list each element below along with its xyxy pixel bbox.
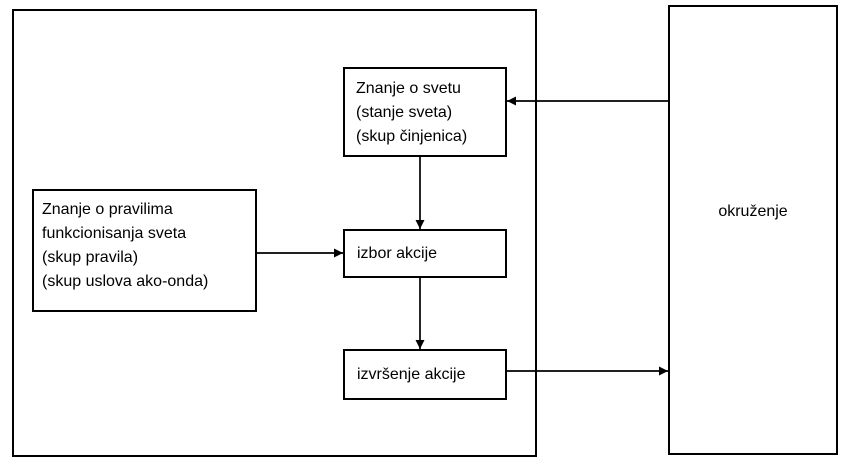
rules-knowledge-box: Znanje o pravilima funkcionisanja sveta … <box>32 189 257 312</box>
world-knowledge-line-1: Znanje o svetu <box>356 80 461 97</box>
rules-knowledge-line-3: (skup pravila) <box>42 249 139 266</box>
world-knowledge-line-2: (stanje sveta) <box>356 104 453 121</box>
environment-label: okruženje <box>718 203 788 220</box>
world-knowledge-box: Znanje o svetu (stanje sveta) (skup činj… <box>343 67 507 157</box>
environment-box: okruženje <box>668 5 838 455</box>
action-selection-label: izbor akcije <box>357 244 438 262</box>
rules-knowledge-line-1: Znanje o pravilima <box>42 201 173 218</box>
world-knowledge-line-3: (skup činjenica) <box>356 128 468 145</box>
action-execution-label: izvršenje akcije <box>357 365 466 383</box>
rules-knowledge-line-2: funkcionisanja sveta <box>42 225 187 242</box>
action-execution-box: izvršenje akcije <box>343 349 507 400</box>
action-selection-box: izbor akcije <box>343 229 507 278</box>
rules-knowledge-line-4: (skup uslova ako-onda) <box>42 273 209 290</box>
